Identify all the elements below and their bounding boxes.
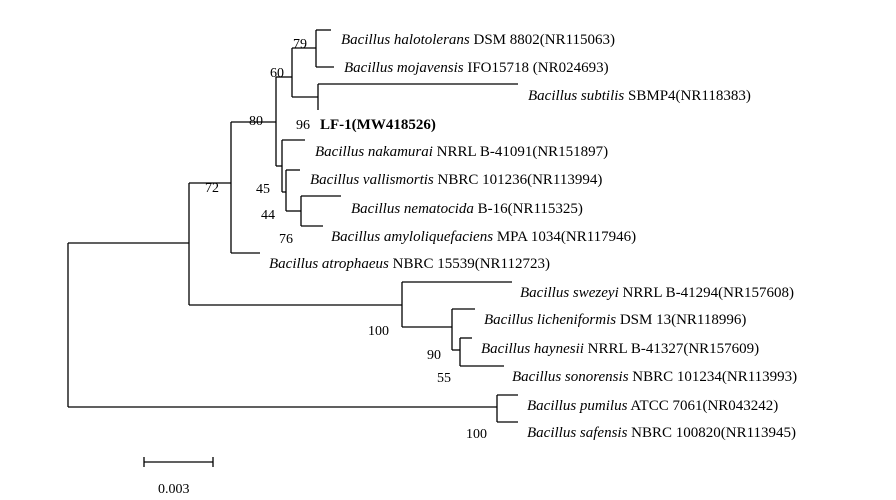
bootstrap-value: 60 bbox=[270, 66, 284, 81]
bootstrap-value: 44 bbox=[261, 208, 275, 223]
leaf-label: Bacillus vallismortis NBRC 101236(NR1139… bbox=[310, 172, 602, 188]
leaf-label: Bacillus amyloliquefaciens MPA 1034(NR11… bbox=[331, 229, 636, 245]
leaf-label: Bacillus atrophaeus NBRC 15539(NR112723) bbox=[269, 256, 550, 272]
bootstrap-value: 72 bbox=[205, 181, 219, 196]
leaf-labels: Bacillus halotolerans DSM 8802(NR115063)… bbox=[269, 32, 797, 441]
scale-bar: 0.003 bbox=[143, 457, 214, 497]
scale-bar-line bbox=[143, 457, 214, 467]
leaf-label-query-strain: LF-1(MW418526) bbox=[320, 117, 436, 133]
bootstrap-value: 76 bbox=[279, 232, 293, 247]
bootstrap-value: 100 bbox=[466, 427, 487, 442]
leaf-label: Bacillus licheniformis DSM 13(NR118996) bbox=[484, 312, 746, 328]
leaf-label: Bacillus mojavensis IFO15718 (NR024693) bbox=[344, 60, 609, 76]
bootstrap-values: 79 60 96 80 45 44 76 72 100 90 55 100 bbox=[205, 37, 487, 442]
leaf-label: Bacillus halotolerans DSM 8802(NR115063) bbox=[341, 32, 615, 48]
leaf-label: Bacillus swezeyi NRRL B-41294(NR157608) bbox=[520, 285, 794, 301]
leaf-label: Bacillus haynesii NRRL B-41327(NR157609) bbox=[481, 341, 759, 357]
leaf-label: Bacillus subtilis SBMP4(NR118383) bbox=[528, 88, 751, 104]
leaf-label: Bacillus pumilus ATCC 7061(NR043242) bbox=[527, 398, 778, 414]
bootstrap-value: 45 bbox=[256, 182, 270, 197]
tree-branches bbox=[67, 29, 518, 423]
leaf-label: Bacillus safensis NBRC 100820(NR113945) bbox=[527, 425, 796, 441]
leaf-label: Bacillus sonorensis NBRC 101234(NR113993… bbox=[512, 369, 797, 385]
scale-bar-label: 0.003 bbox=[158, 482, 190, 497]
leaf-label: Bacillus nematocida B-16(NR115325) bbox=[351, 201, 583, 217]
bootstrap-value: 79 bbox=[293, 37, 307, 52]
leaf-label: Bacillus nakamurai NRRL B-41091(NR151897… bbox=[315, 144, 608, 160]
bootstrap-value: 90 bbox=[427, 348, 441, 363]
bootstrap-value: 55 bbox=[437, 371, 451, 386]
bootstrap-value: 100 bbox=[368, 324, 389, 339]
bootstrap-value: 80 bbox=[249, 114, 263, 129]
bootstrap-value: 96 bbox=[296, 118, 310, 133]
